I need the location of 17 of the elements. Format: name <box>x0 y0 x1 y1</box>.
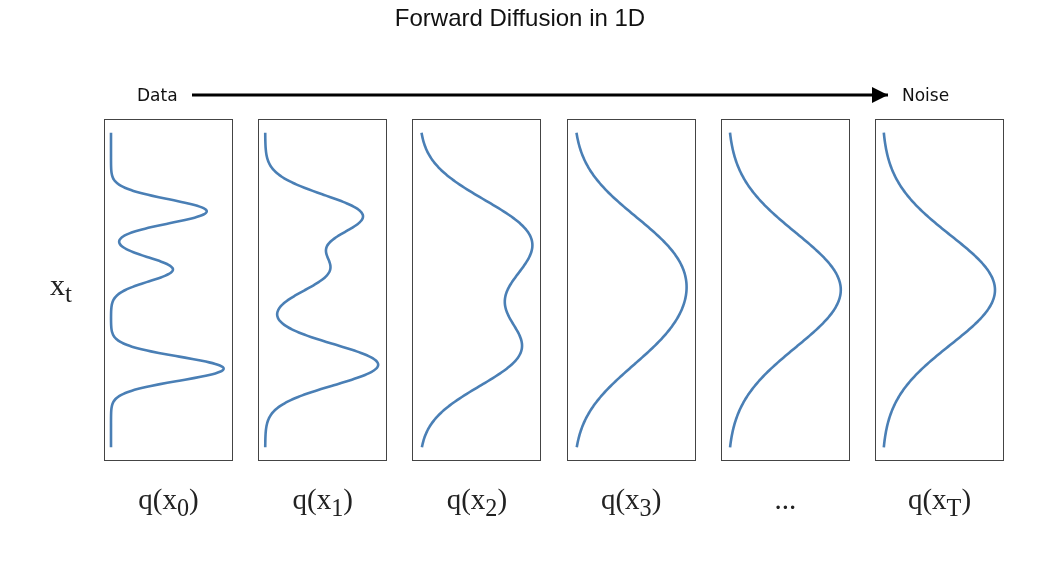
distribution-caption: q(x$_{1}$) <box>291 483 354 522</box>
distribution-caption: q(x$_{T}$) <box>906 483 973 522</box>
distribution-caption: q(x$_{0}$) <box>137 483 200 522</box>
text-label: Data <box>137 85 178 105</box>
text-label: Noise <box>902 85 950 105</box>
distribution-caption: q(x$_{3}$) <box>599 483 663 522</box>
plot-panel <box>875 119 1004 461</box>
distribution-caption: ... <box>773 483 798 516</box>
plot-panel <box>720 119 850 461</box>
plot-panel <box>258 119 388 461</box>
axis-label: x$_{t}$ <box>50 268 72 308</box>
diagram-title: Forward Diffusion in 1D <box>393 4 647 32</box>
plot-panel <box>104 119 233 461</box>
plot-panel <box>566 119 696 461</box>
plot-panel <box>412 119 542 461</box>
distribution-caption: q(x$_{2}$) <box>445 483 509 522</box>
arrow <box>192 87 888 103</box>
